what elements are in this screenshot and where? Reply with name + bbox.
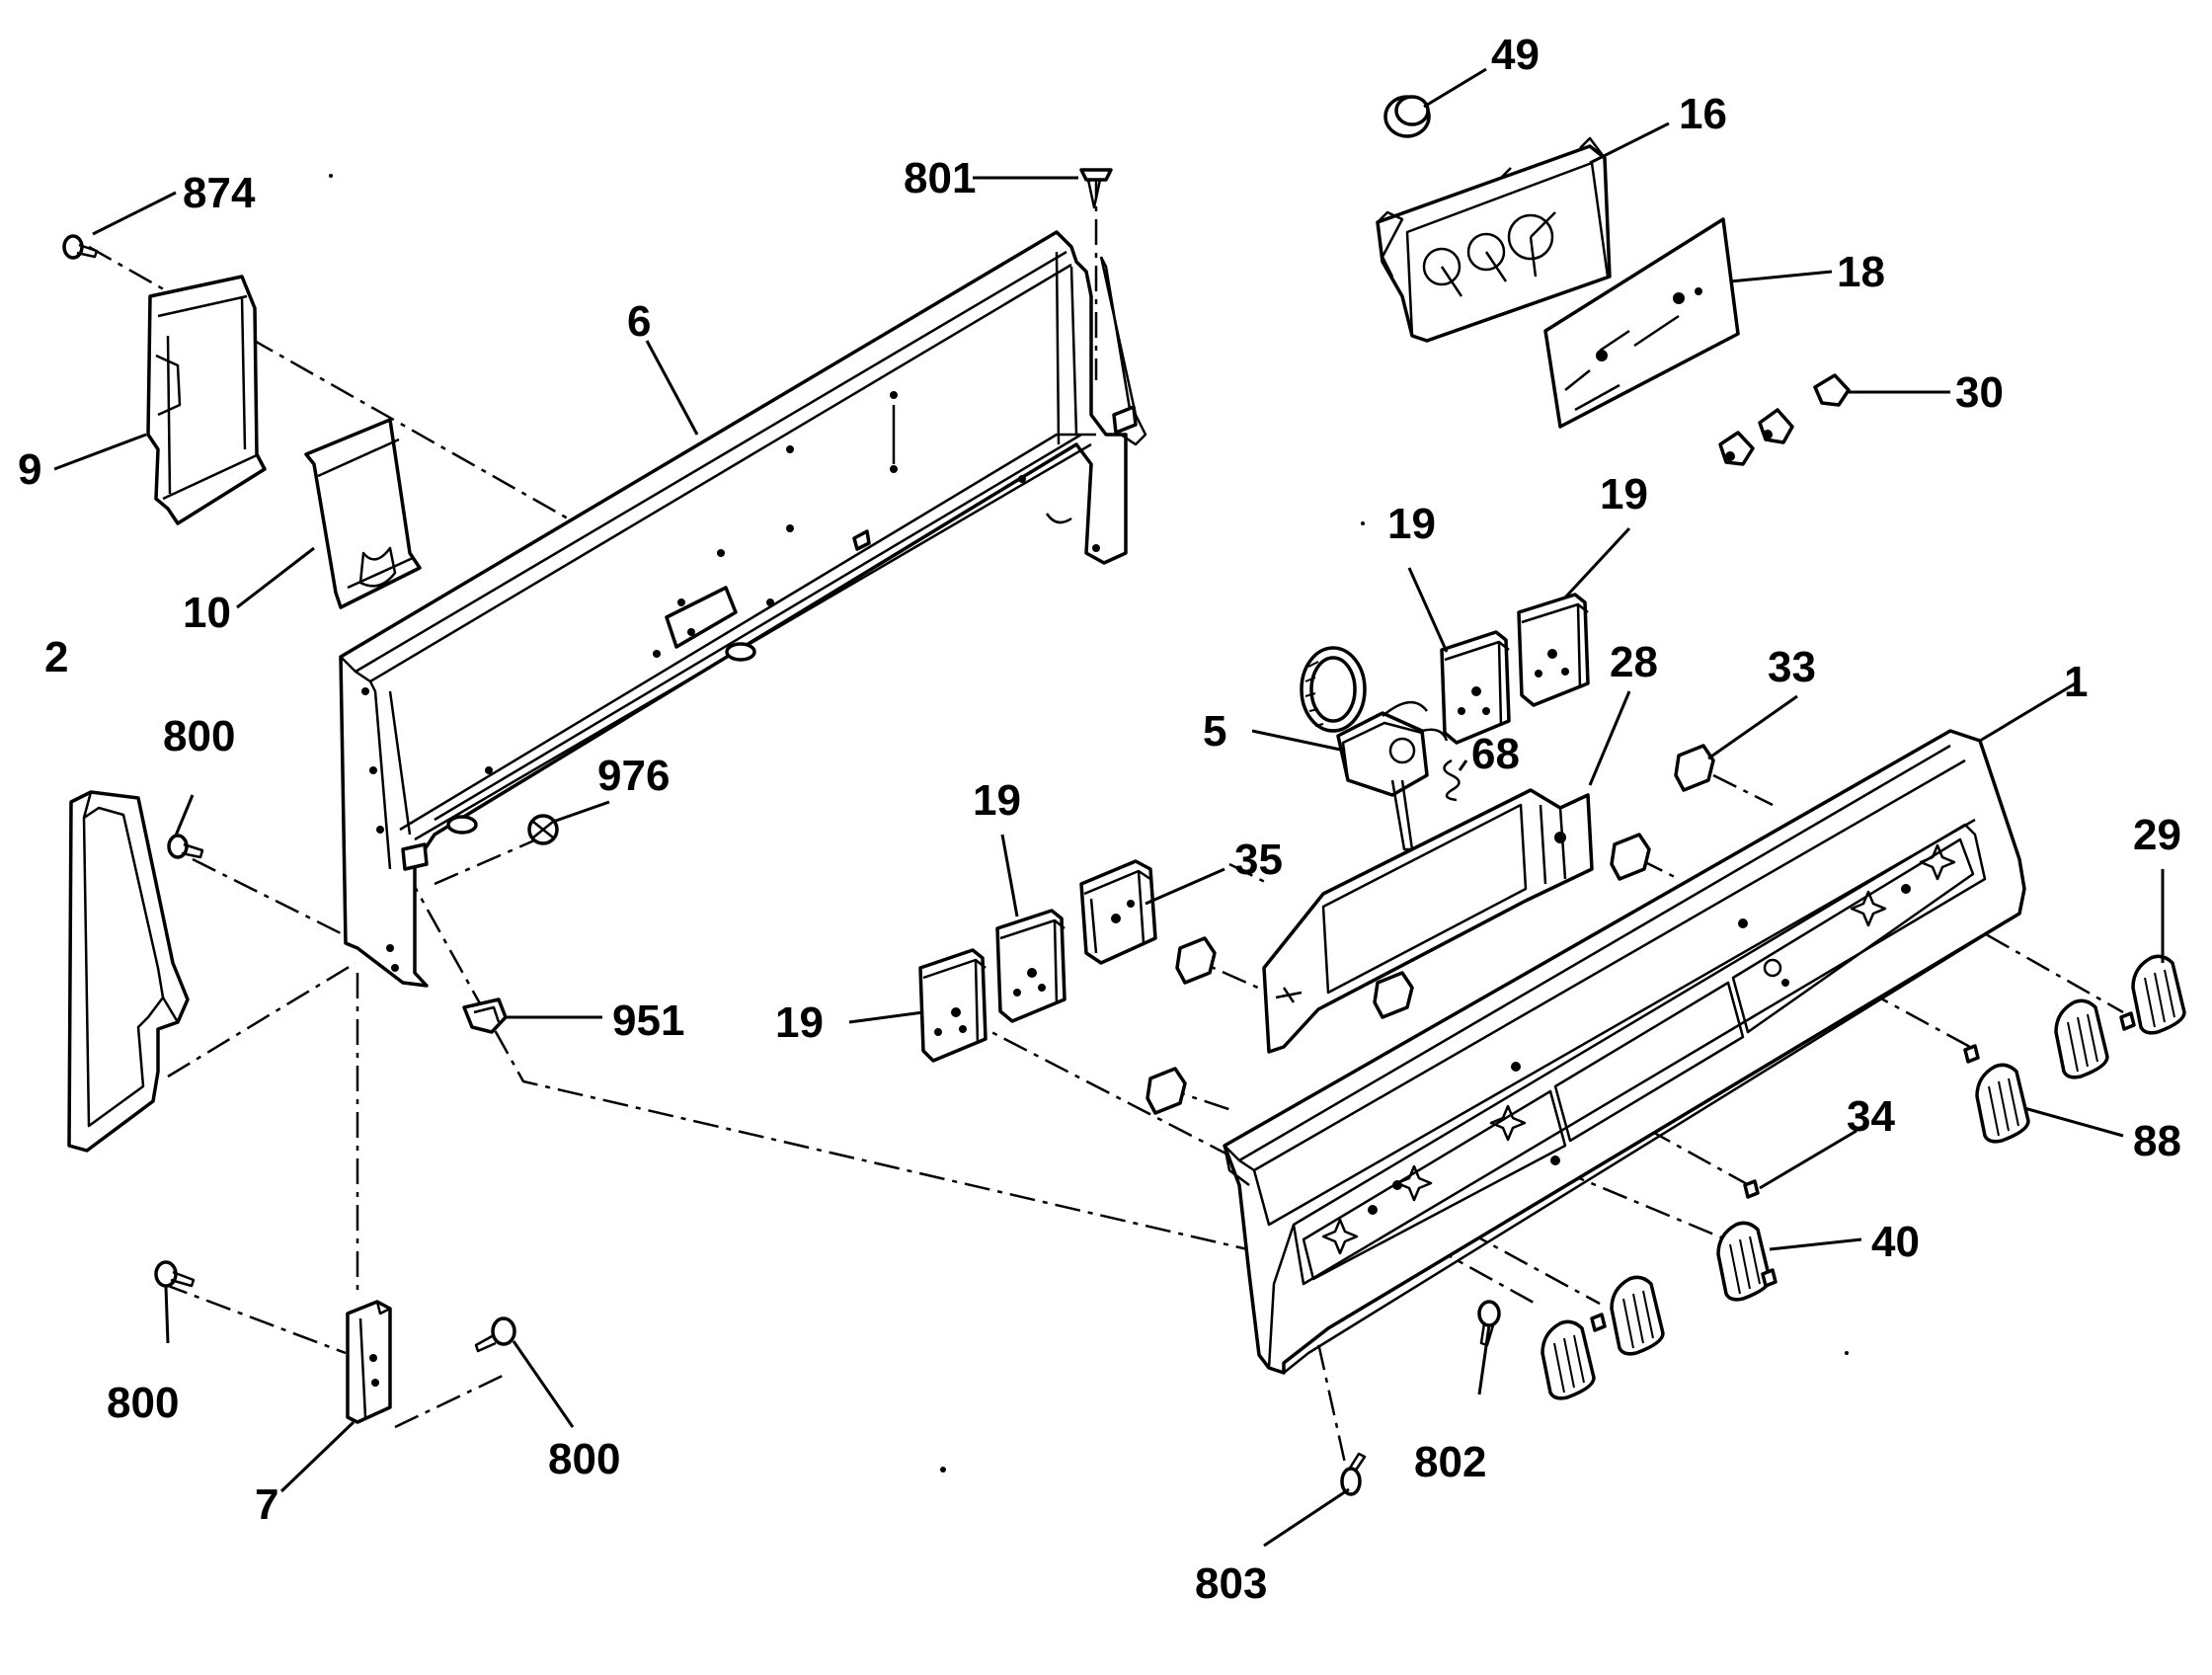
label-800-top: 800 <box>163 712 235 760</box>
label-33: 33 <box>1768 643 1816 691</box>
label-10: 10 <box>183 589 231 637</box>
leader-lines <box>53 67 2165 1548</box>
label-16: 16 <box>1679 90 1727 138</box>
label-9: 9 <box>18 445 41 494</box>
clock-timer-16 <box>1376 136 1612 343</box>
bracket-28 <box>1262 788 1594 1054</box>
label-802: 802 <box>1414 1438 1486 1486</box>
knob-88-upper-icon <box>2054 998 2109 1079</box>
knob-88-lower-icon <box>1975 1063 2030 1144</box>
thermostat-5 <box>1300 646 1449 851</box>
clip-68-icon <box>1443 758 1461 802</box>
label-800-left: 800 <box>107 1379 179 1427</box>
switch-19c <box>995 909 1066 1023</box>
bracket-9 <box>146 275 267 525</box>
label-1: 1 <box>2064 658 2088 706</box>
screw-800b-icon <box>154 1260 196 1288</box>
label-5: 5 <box>1203 707 1226 756</box>
bushings-34-icon <box>1590 1011 2136 1332</box>
knob-40-icon <box>1716 1221 1772 1302</box>
knob-29-icon <box>2131 954 2186 1035</box>
bracket-10 <box>304 418 422 609</box>
screw-800a-icon <box>167 834 204 859</box>
knob-lower-2-icon <box>1540 1319 1596 1400</box>
label-29: 29 <box>2133 811 2181 859</box>
switch-19b <box>1517 593 1590 707</box>
part-labels: 874 9 10 6 801 49 16 18 30 2 800 976 951… <box>18 31 2181 1608</box>
label-18: 18 <box>1837 248 1885 296</box>
specks <box>329 174 1849 1473</box>
label-34: 34 <box>1847 1092 1895 1141</box>
screw-803-icon <box>1340 1452 1367 1496</box>
switch-small-4-icon <box>1610 833 1651 881</box>
label-49: 49 <box>1491 31 1540 79</box>
screw-800c-icon <box>474 1316 516 1353</box>
label-803: 803 <box>1195 1559 1267 1608</box>
switch-19a <box>1440 630 1511 745</box>
label-800-right: 800 <box>548 1435 620 1483</box>
switch-small-33-icon <box>1674 744 1715 792</box>
switch-small-3-icon <box>1373 971 1414 1019</box>
label-19-upper-left: 19 <box>1387 500 1436 548</box>
label-19-upper-right: 19 <box>1600 470 1648 518</box>
control-panel-1 <box>1223 729 2026 1375</box>
screw-802-icon <box>1477 1300 1501 1347</box>
label-951: 951 <box>612 997 684 1045</box>
switch-35 <box>1079 859 1157 965</box>
back-guard-frame-6 <box>339 230 1147 988</box>
label-976: 976 <box>597 752 670 800</box>
switch-19d <box>918 948 988 1063</box>
label-2: 2 <box>44 633 68 681</box>
label-35: 35 <box>1234 836 1283 884</box>
grommet-976-icon <box>527 814 559 845</box>
label-19-left: 19 <box>775 998 824 1047</box>
bracket-7 <box>346 1300 392 1424</box>
label-19-mid: 19 <box>973 776 1021 825</box>
label-30: 30 <box>1955 368 2004 417</box>
label-874: 874 <box>183 169 256 217</box>
label-801: 801 <box>904 154 976 202</box>
end-cap-2 <box>67 790 190 1153</box>
label-88: 88 <box>2133 1117 2181 1165</box>
clip-951-icon <box>462 997 508 1034</box>
screw-801-icon <box>1079 168 1113 209</box>
knob-lower-1-icon <box>1610 1275 1665 1356</box>
knob-49-icon <box>1383 95 1431 138</box>
label-40: 40 <box>1871 1218 1920 1266</box>
buttons-30-icon <box>1718 373 1851 466</box>
switch-small-2-icon <box>1146 1067 1187 1115</box>
label-28: 28 <box>1610 638 1658 686</box>
label-7: 7 <box>255 1480 278 1529</box>
screw-874-icon <box>62 234 99 260</box>
switch-small-1-icon <box>1175 936 1217 985</box>
clock-glass-18 <box>1543 217 1740 429</box>
label-68: 68 <box>1471 730 1520 778</box>
label-6: 6 <box>627 297 651 346</box>
